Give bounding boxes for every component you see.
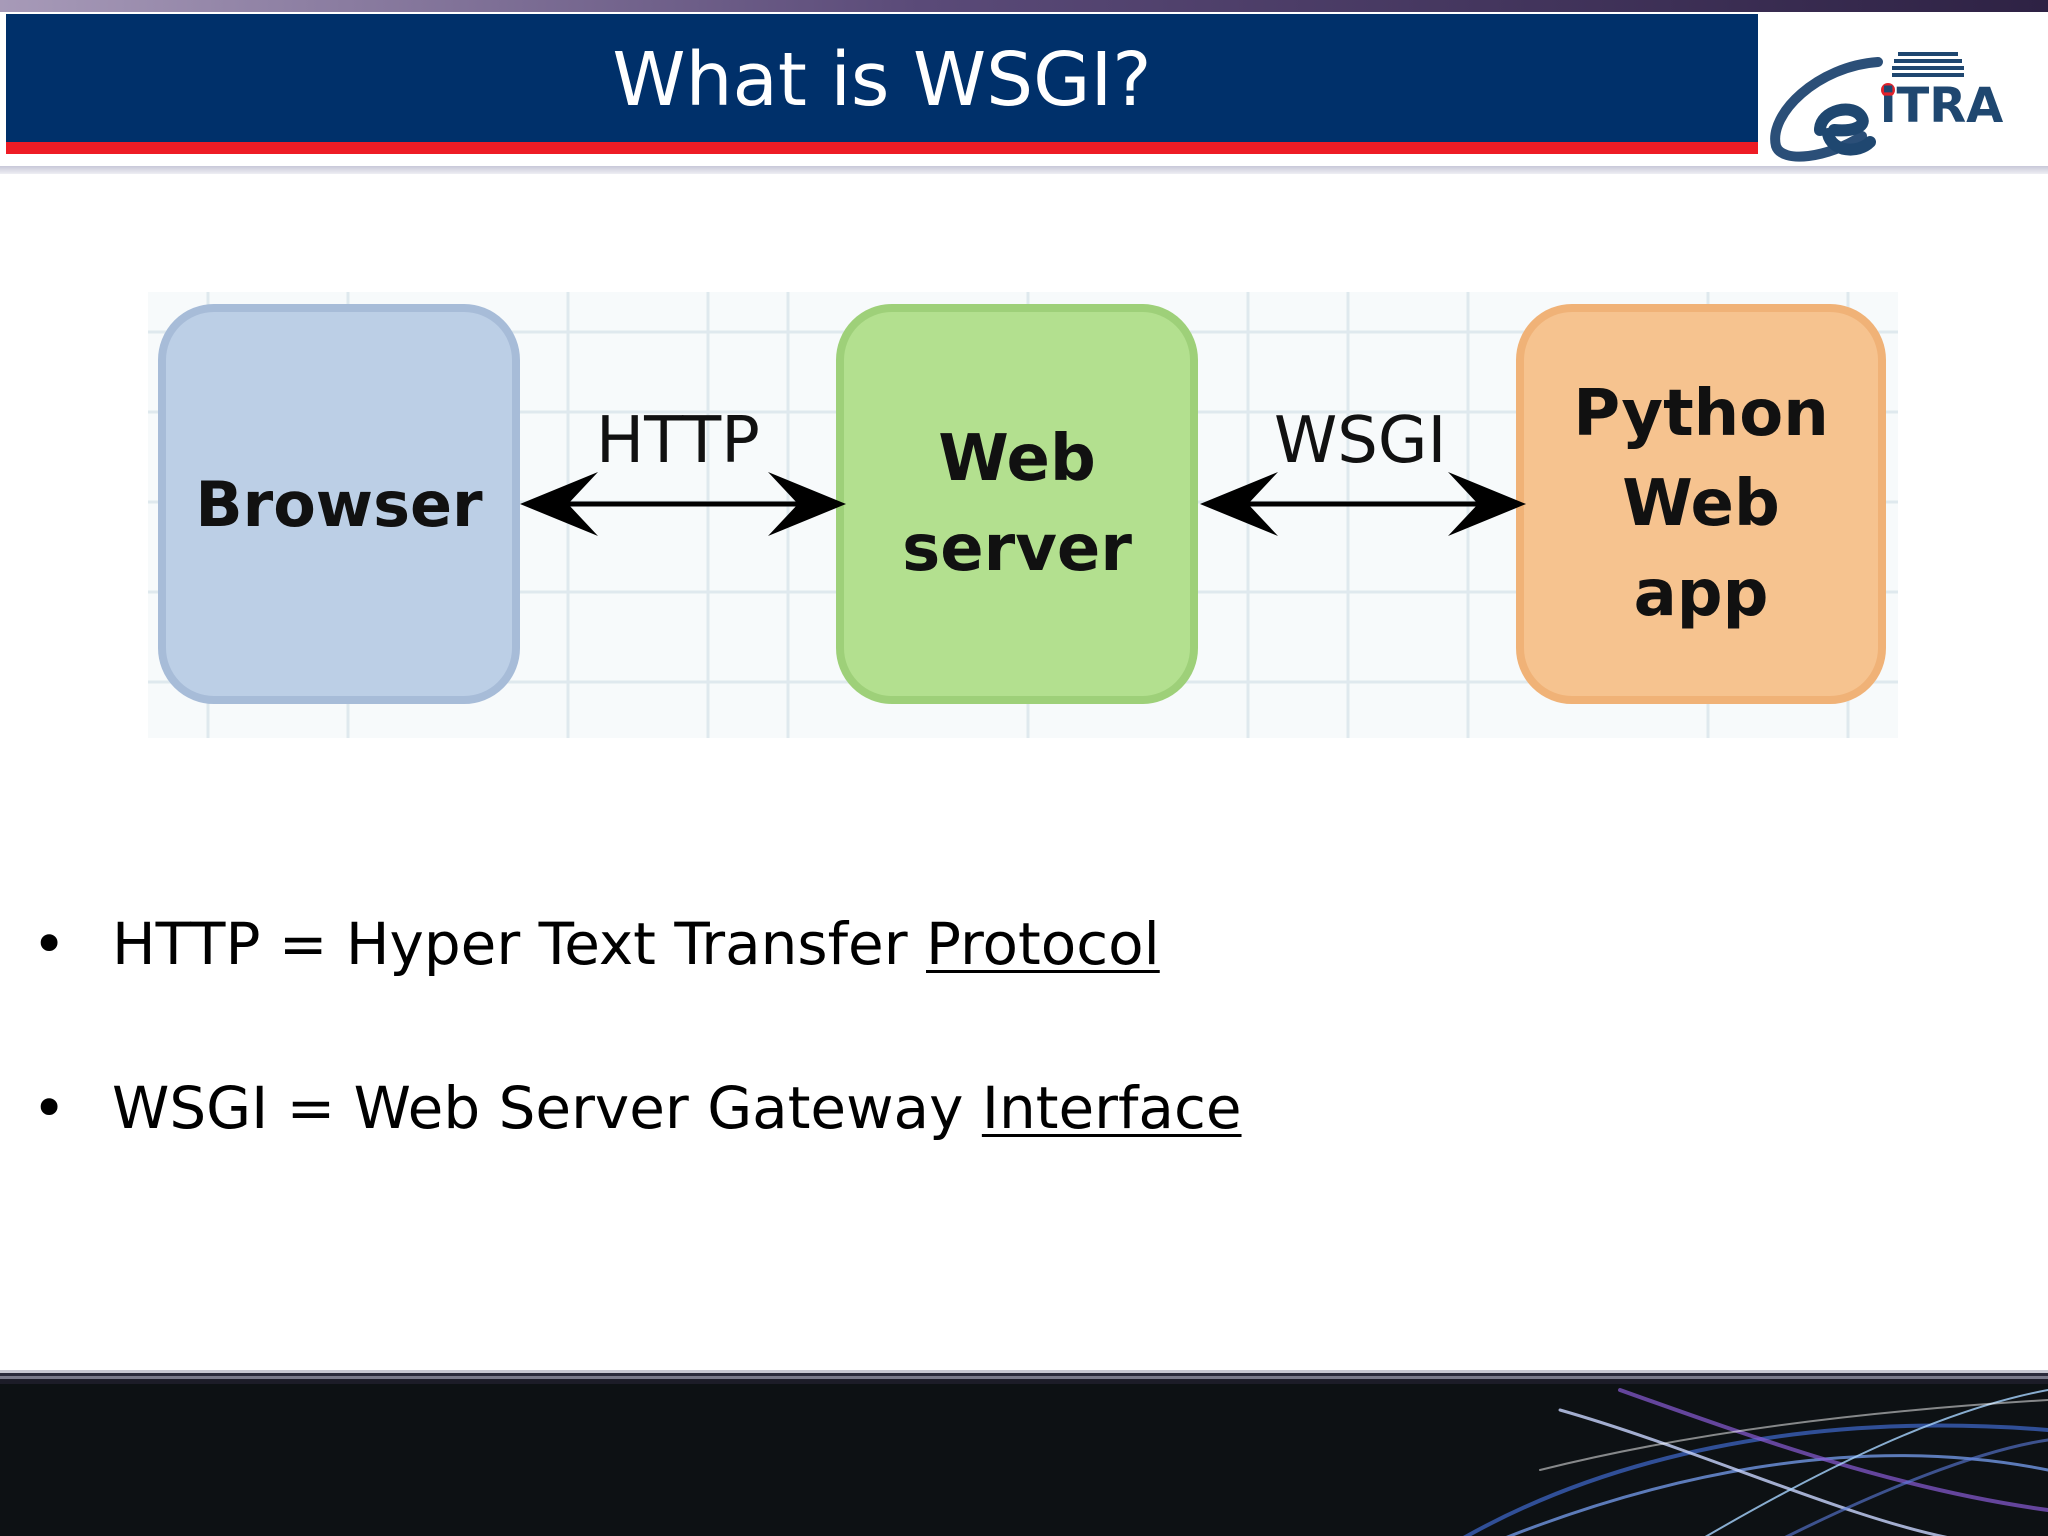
python-web-app-node: Python Web app [1516,304,1886,704]
diagram-arrows [520,472,1526,536]
bullet-wsgi-underlined: Interface [981,1074,1242,1142]
top-decorative-strip [0,0,2048,12]
http-arrow [520,472,846,536]
footer-light-streaks [1463,1388,2048,1536]
bullet-wsgi-text: WSGI = Web Server Gateway [112,1074,982,1142]
bullet-wsgi: • WSGI = Web Server Gateway Interface [0,1074,1400,1144]
bullet-list: • HTTP = Hyper Text Transfer Protocol • … [0,910,1400,1238]
title-accent-line [6,142,1758,154]
title-bar: What is WSGI? [6,14,1758,154]
wsgi-diagram: Browser Web server Python Web app HTTP W… [148,292,1898,738]
eitra-logo-graphic: iTRA [1770,52,2003,162]
wsgi-arrow [1200,472,1526,536]
web-server-node-label: Web server [902,422,1132,586]
header-divider [0,166,2048,174]
bullet-http: • HTTP = Hyper Text Transfer Protocol [0,910,1400,980]
eitra-logo: iTRA [1758,14,2048,166]
bullet-marker: • [32,910,67,978]
python-web-app-node-label: Python Web app [1573,377,1829,631]
browser-node-label: Browser [195,467,483,541]
svg-text:iTRA: iTRA [1880,78,2003,134]
http-edge-label: HTTP [596,404,760,478]
footer-divider-lines [0,1370,2048,1384]
browser-node: Browser [158,304,520,704]
wsgi-edge-label: WSGI [1274,404,1447,478]
web-server-node: Web server [836,304,1198,704]
bullet-http-text: HTTP = Hyper Text Transfer [112,910,927,978]
footer-band [0,1370,2048,1536]
slide-title: What is WSGI? [612,37,1152,123]
bullet-marker: • [32,1074,67,1142]
bullet-http-underlined: Protocol [926,910,1160,978]
